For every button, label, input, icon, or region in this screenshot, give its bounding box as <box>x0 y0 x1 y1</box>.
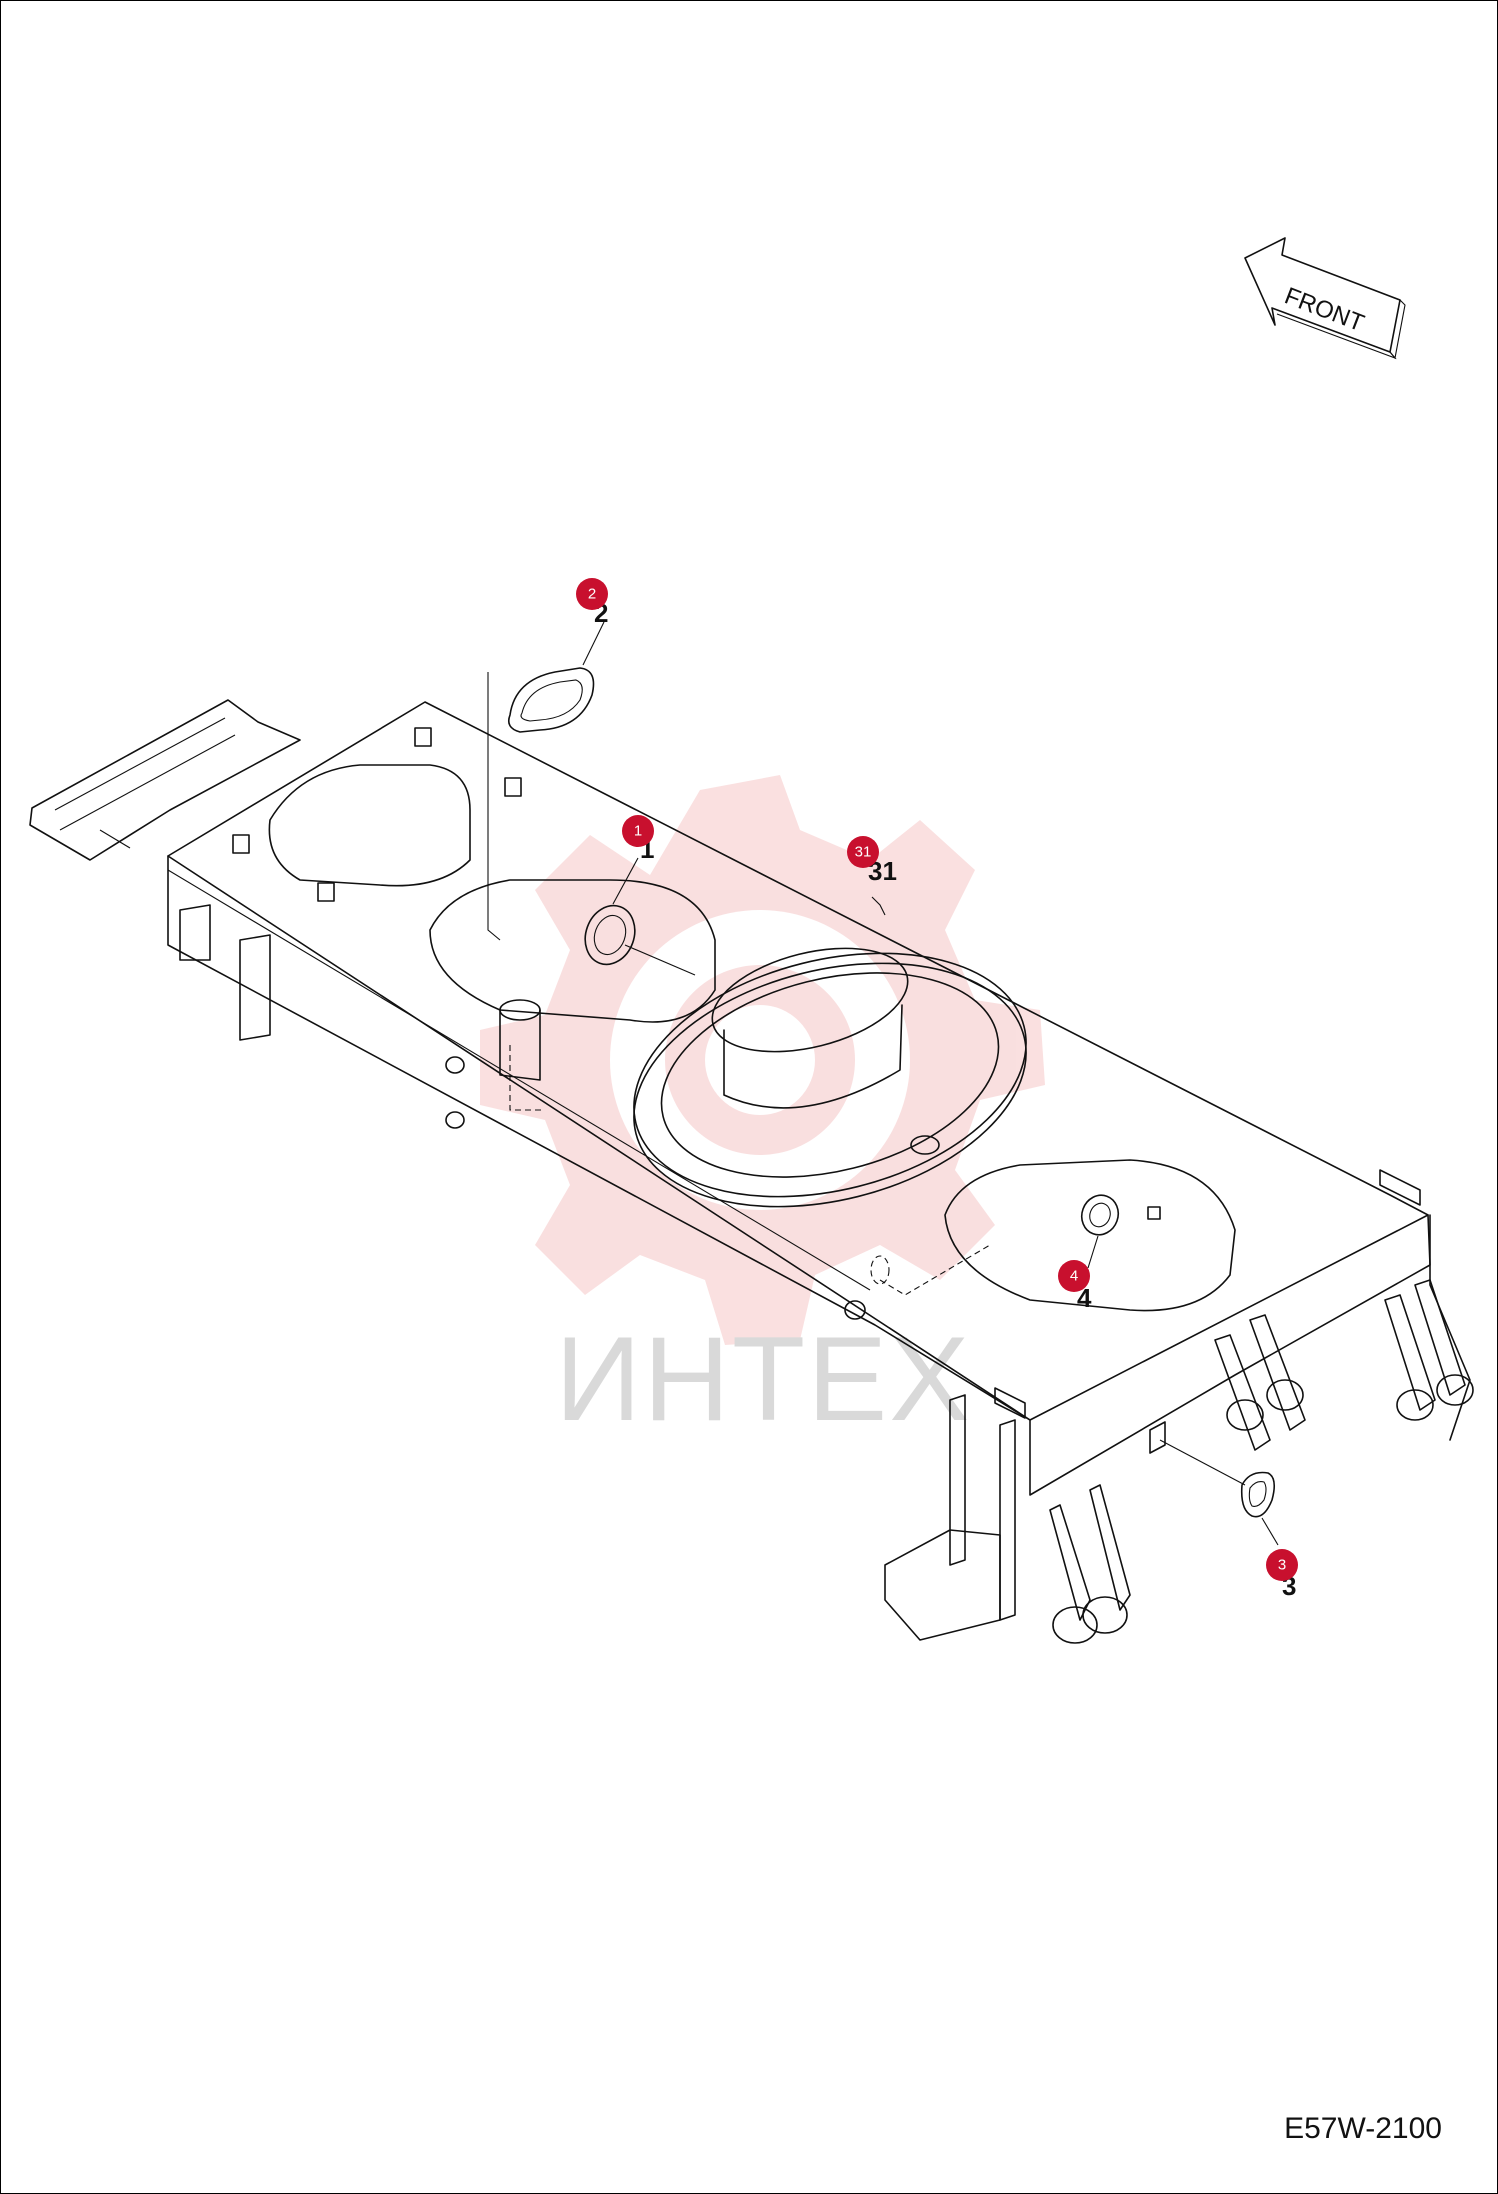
callout-badge-31[interactable] <box>847 836 879 868</box>
callout-label-31: 31 <box>855 844 872 861</box>
frame-body <box>29 699 1474 1644</box>
callout-label-4: 4 <box>1070 1268 1078 1285</box>
part-3 <box>1159 1439 1279 1546</box>
callout-badge-1[interactable] <box>622 815 654 847</box>
callout-label-1: 1 <box>634 823 642 840</box>
part-4 <box>1080 1194 1120 1269</box>
watermark-gear-icon <box>480 775 1045 1345</box>
drawing-code: E57W-2100 <box>1284 2112 1442 2145</box>
part-1 <box>584 857 696 976</box>
callout-label-2: 2 <box>588 586 596 603</box>
part-2 <box>487 621 605 941</box>
callout-badge-3[interactable] <box>1266 1549 1298 1581</box>
callout-label-3: 3 <box>1278 1557 1286 1574</box>
watermark-text: ИНТЕХ <box>555 1312 971 1446</box>
front-label: FRONT <box>1281 282 1368 337</box>
callout-badge-4[interactable] <box>1058 1260 1090 1292</box>
front-arrow-icon <box>1244 237 1406 360</box>
part-31 <box>871 896 886 916</box>
callout-badge-2[interactable] <box>576 578 608 610</box>
